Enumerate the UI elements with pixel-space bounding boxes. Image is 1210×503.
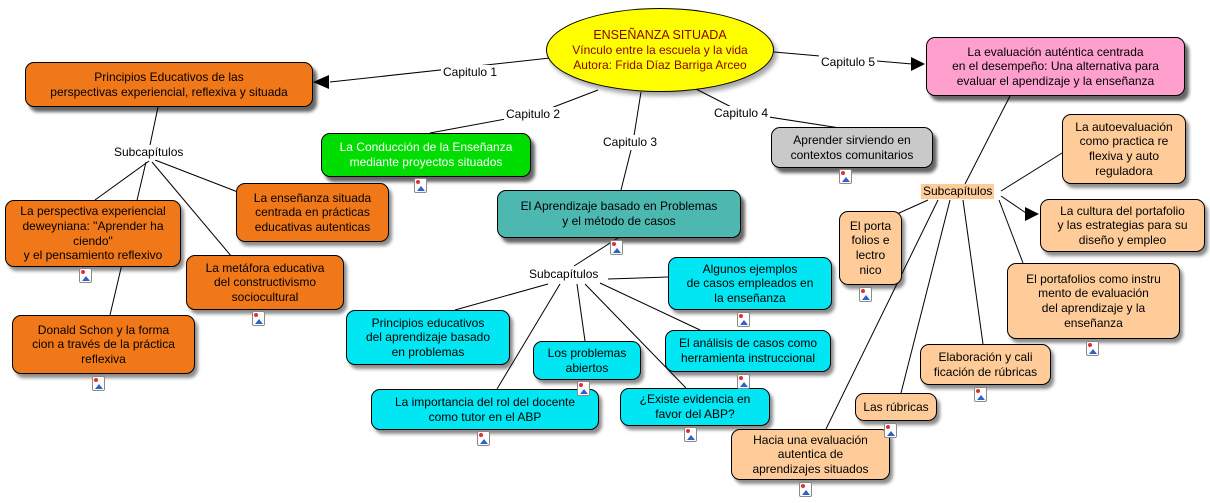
subchapter-metafora-educativa[interactable]: La metáfora educativa del constructivism… <box>186 255 344 310</box>
resource-link-icon[interactable] <box>1086 341 1099 356</box>
subchapter-elaboracion-rubricas[interactable]: Elaboración y cali ficación de rúbricas <box>920 344 1051 385</box>
label-subcapitulos-left: Subcapítulos <box>112 145 186 160</box>
subchapter-rol-docente[interactable]: La importancia del rol del docente como … <box>371 389 599 430</box>
chapter1-node[interactable]: Principios Educativos de las perspectiva… <box>25 62 313 107</box>
resource-link-icon[interactable] <box>79 268 92 283</box>
label-capitulo-1: Capitulo 1 <box>441 65 500 80</box>
resource-link-icon[interactable] <box>974 387 987 402</box>
resource-link-icon[interactable] <box>737 312 750 327</box>
resource-link-icon[interactable] <box>477 431 490 446</box>
resource-link-icon[interactable] <box>884 423 897 438</box>
label-subcapitulos-right: Subcapítulos <box>921 184 995 199</box>
resource-link-icon[interactable] <box>684 427 697 442</box>
subchapter-las-rubricas[interactable]: Las rúbricas <box>855 393 937 421</box>
root-title: ENSEÑANZA SITUADA <box>593 27 727 42</box>
root-subtitle: Vínculo entre la escuela y la vida <box>572 43 748 57</box>
root-concept[interactable]: ENSEÑANZA SITUADA Vínculo entre la escue… <box>546 8 774 92</box>
root-author: Autora: Frida Díaz Barriga Arceo <box>573 57 747 72</box>
chapter2-node[interactable]: La Conducción de la Enseñanza mediante p… <box>321 133 531 177</box>
label-capitulo-4: Capitulo 4 <box>712 106 771 121</box>
subchapter-cultura-portafolio[interactable]: La cultura del portafolio y las estrateg… <box>1040 199 1205 252</box>
subchapter-ensenanza-situada[interactable]: La enseñanza situada centrada en práctic… <box>236 183 389 242</box>
chapter4-node[interactable]: Aprender sirviendo en contextos comunita… <box>771 127 933 168</box>
chapter5-node[interactable]: La evaluación auténtica centrada en el d… <box>926 37 1185 96</box>
resource-link-icon[interactable] <box>859 287 872 302</box>
subchapter-analisis-casos[interactable]: El análisis de casos como herramienta in… <box>665 330 831 372</box>
label-subcapitulos-center: Subcapítulos <box>527 267 601 282</box>
subchapter-portafolio-electronico[interactable]: El porta folios e lectro nico <box>839 211 902 285</box>
subchapter-perspectiva-experiencial[interactable]: La perspectiva experiencial deweyniana: … <box>5 200 181 267</box>
resource-link-icon[interactable] <box>839 169 852 184</box>
subchapter-ejemplos-casos[interactable]: Algunos ejemplos de casos empleados en l… <box>668 257 832 310</box>
subchapter-problemas-abiertos[interactable]: Los problemas abiertos <box>533 341 641 380</box>
resource-link-icon[interactable] <box>737 374 750 389</box>
resource-link-icon[interactable] <box>610 240 623 255</box>
subchapter-evidencia-abp[interactable]: ¿Existe evidencia en favor del ABP? <box>620 388 770 426</box>
resource-link-icon[interactable] <box>414 178 427 193</box>
resource-link-icon[interactable] <box>92 376 105 391</box>
resource-link-icon[interactable] <box>799 482 812 497</box>
label-capitulo-2: Capitulo 2 <box>504 107 563 122</box>
chapter3-node[interactable]: El Aprendizaje basado en Problemas y el … <box>497 190 741 238</box>
resource-link-icon[interactable] <box>252 311 265 326</box>
label-capitulo-3: Capitulo 3 <box>601 135 660 150</box>
resource-link-icon[interactable] <box>577 381 590 396</box>
subchapter-portafolio-instrumento[interactable]: El portafolios como instru mento de eval… <box>1007 263 1180 339</box>
subchapter-evaluacion-autentica[interactable]: Hacia una evaluación autentica de aprend… <box>731 429 890 480</box>
subchapter-donald-schon[interactable]: Donald Schon y la forma cion a través de… <box>12 315 195 374</box>
subchapter-principios-abp[interactable]: Principios educativos del aprendizaje ba… <box>346 310 510 365</box>
label-capitulo-5: Capitulo 5 <box>819 55 878 70</box>
subchapter-autoevaluacion[interactable]: La autoevaluación como practica re flexi… <box>1062 114 1186 184</box>
